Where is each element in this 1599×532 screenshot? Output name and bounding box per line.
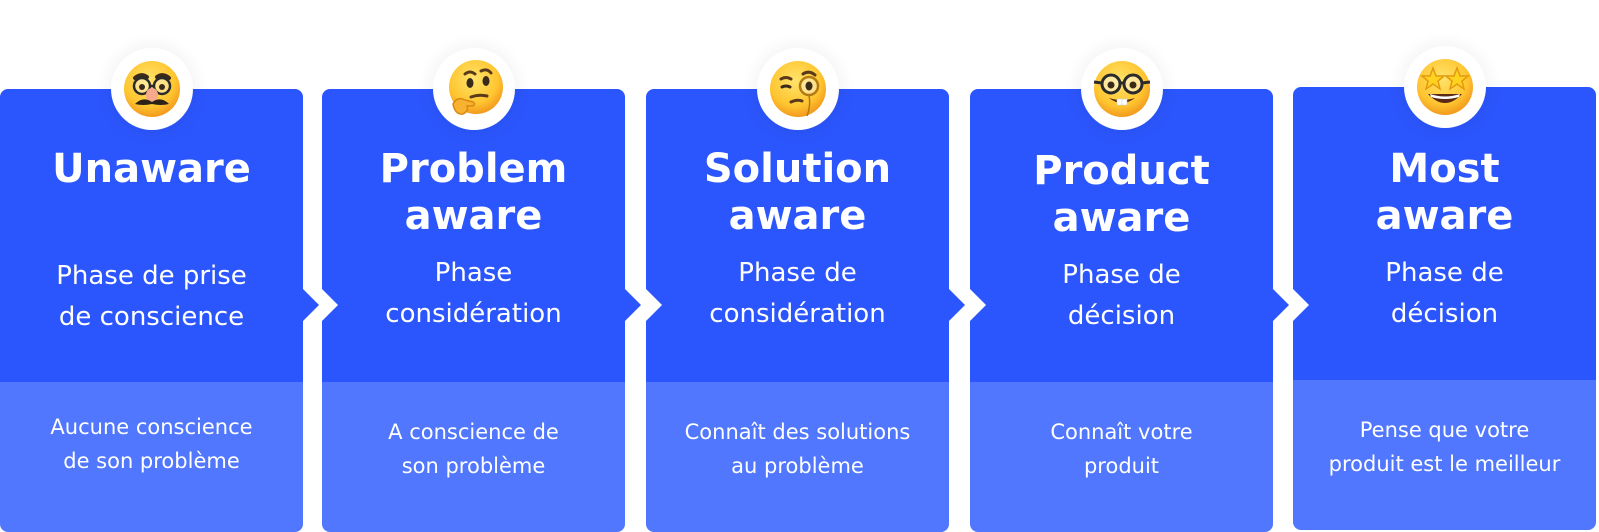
- stage-description: Connaît votre produit: [1050, 420, 1193, 478]
- stage-description: A conscience de son problème: [388, 420, 559, 478]
- stage-title: Unaware: [52, 146, 251, 192]
- stage-connector-arrow: [625, 289, 641, 321]
- stage-description: Pense que votre produit est le meilleur: [1328, 418, 1561, 476]
- stage-notch: [646, 289, 662, 321]
- stage-connector-arrow: [1273, 289, 1289, 321]
- stage-phase: Phase de décision: [1062, 260, 1181, 331]
- stage-phase: Phase de prise de conscience: [56, 261, 247, 332]
- stage-description-panel: [322, 382, 625, 532]
- stage-card-unaware: Unaware Phase de prise de conscience Auc…: [0, 48, 319, 532]
- stage-description-panel: [0, 382, 303, 532]
- stage-title: Problem aware: [379, 146, 568, 239]
- stage-header-panel: [322, 89, 625, 382]
- stage-phase: Phase de considération: [709, 258, 886, 329]
- stage-card-problem-aware: Problem aware Phase considération A cons…: [322, 48, 641, 532]
- star-struck-face-icon: [1403, 46, 1486, 128]
- thinking-face-icon: [432, 48, 515, 130]
- stage-phase: Phase considération: [385, 258, 562, 329]
- stage-header-panel: [646, 89, 949, 382]
- stage-notch: [1293, 289, 1309, 321]
- stage-card-solution-aware: Solution aware Phase de considération Co…: [646, 48, 965, 532]
- monocle-face-icon: [756, 48, 839, 130]
- stage-card-most-aware: Most aware Phase de décision Pense que v…: [1293, 46, 1596, 530]
- stage-card-product-aware: Product aware Phase de décision Connaît …: [970, 48, 1289, 532]
- stage-header-panel: [1293, 87, 1596, 380]
- stage-phase: Phase de décision: [1385, 258, 1504, 329]
- stage-title: Product aware: [1033, 148, 1210, 241]
- disguised-face-icon: [110, 48, 193, 130]
- stage-title: Solution aware: [703, 146, 892, 239]
- stage-connector-arrow: [303, 289, 319, 321]
- stage-description-panel: [646, 382, 949, 532]
- stage-title: Most aware: [1375, 146, 1514, 239]
- stage-connector-arrow: [949, 289, 965, 321]
- stage-description-panel: [970, 382, 1273, 532]
- stage-notch: [970, 289, 986, 321]
- stage-description: Aucune conscience de son problème: [50, 415, 253, 473]
- stage-description-panel: [1293, 380, 1596, 530]
- stage-description: Connaît des solutions au problème: [684, 420, 911, 478]
- stage-notch: [322, 289, 338, 321]
- nerd-face-icon: [1080, 48, 1163, 130]
- stage-header-panel: [970, 89, 1273, 382]
- stage-header-panel: [0, 89, 303, 382]
